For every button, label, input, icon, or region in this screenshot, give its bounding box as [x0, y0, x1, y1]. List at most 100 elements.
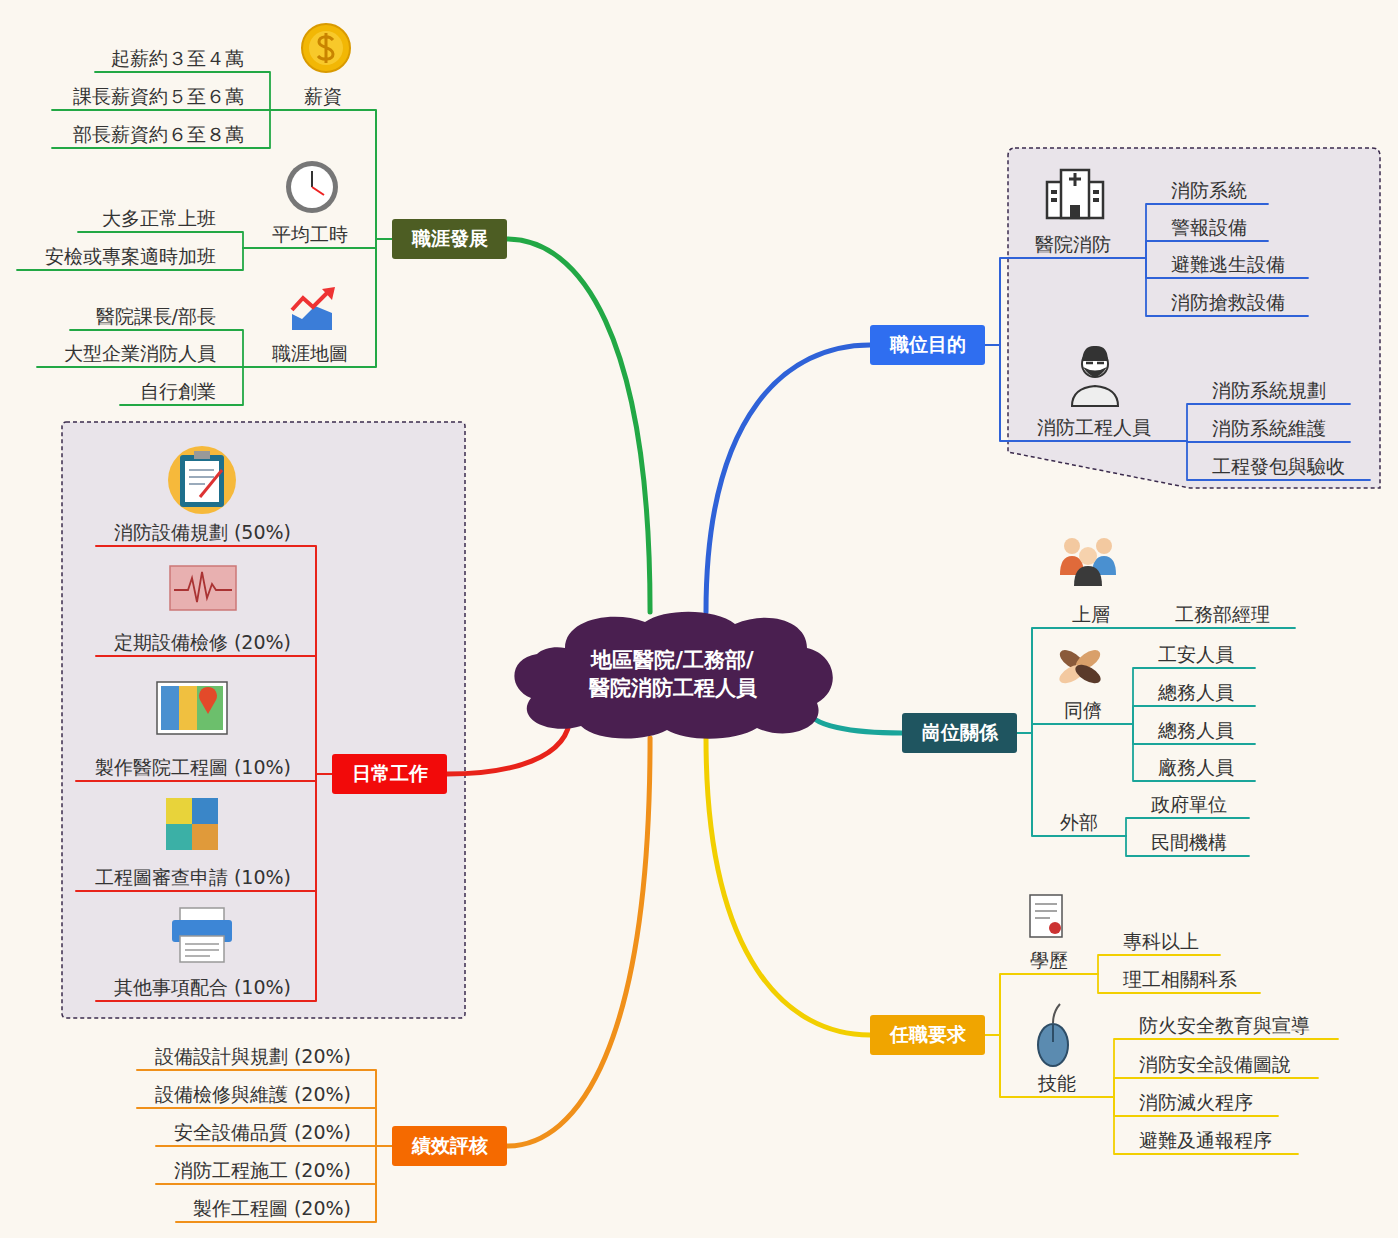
coin-icon [318, 33, 333, 63]
leaf-topic: 工安人員 [1133, 638, 1255, 668]
node-text: 崗位關係 [922, 720, 998, 746]
node-text: 外部 [1060, 811, 1098, 833]
leaf-topic: 消防設備規劃 (50%) [96, 516, 316, 546]
branch-box: 職涯發展 [392, 219, 507, 259]
subtopic: 職涯地圖 [243, 337, 376, 367]
node-text: 職涯地圖 [272, 342, 348, 364]
people-icon [1079, 547, 1097, 565]
leaf-topic: 工程發包與驗收 [1187, 450, 1370, 480]
group-boundary [1008, 148, 1380, 488]
branch-box: 職位目的 [870, 325, 985, 365]
subtopic: 消防工程人員 [1000, 410, 1187, 441]
map-icon [199, 687, 217, 714]
node-text: 醫院消防 [1035, 233, 1111, 255]
person-icon [1072, 386, 1118, 406]
leaf-topic: 警報設備 [1146, 211, 1268, 241]
map-icon [179, 686, 197, 730]
branch-box: 日常工作 [332, 754, 447, 794]
node-text: 薪資 [304, 85, 342, 107]
tree-connector [156, 1145, 392, 1147]
tree-connector [96, 546, 332, 774]
leaf-topic: 大多正常上班 [78, 204, 241, 232]
hospital-icon [1070, 205, 1080, 218]
clipboard-icon [168, 446, 236, 514]
puzzle-icon [192, 798, 218, 824]
monitor-icon [174, 572, 232, 602]
subtopic: 外部 [1032, 806, 1126, 836]
node-text: 工安人員 [1158, 643, 1234, 665]
tree-connector [985, 1035, 1114, 1097]
map-icon [157, 682, 227, 734]
clock-icon [311, 171, 313, 187]
mouse-icon [1038, 1024, 1068, 1066]
tree-connector [1187, 441, 1350, 442]
leaf-topic: 避難及通報程序 [1114, 1124, 1298, 1154]
node-text: 自行創業 [140, 380, 216, 402]
hospital-icon [1069, 173, 1081, 186]
tree-connector [1187, 441, 1370, 480]
node-text: 工務部經理 [1175, 603, 1270, 625]
coin-icon [309, 31, 343, 65]
puzzle-icon [192, 824, 218, 850]
node-text: 績效評核 [412, 1133, 488, 1159]
branch-curve [706, 738, 870, 1035]
leaf-topic: 消防系統 [1146, 174, 1268, 204]
tree-connector [120, 367, 243, 405]
tree-connector [1017, 628, 1150, 733]
node-text: 設備檢修與維護 (20%) [155, 1083, 351, 1105]
branch-curve [808, 708, 902, 733]
leaf-topic: 民間機構 [1126, 826, 1249, 856]
printer-icon [185, 944, 219, 956]
tree-connector [1146, 204, 1268, 258]
node-text: 消防搶救設備 [1171, 291, 1285, 313]
branch-curve [507, 738, 650, 1146]
leaf-topic: 工程圖審查申請 (10%) [76, 861, 316, 891]
tree-connector [137, 1070, 392, 1146]
leaf-topic: 避難逃生設備 [1146, 248, 1308, 278]
node-text: 大多正常上班 [102, 207, 216, 229]
node-text: 課長薪資約５至６萬 [73, 85, 244, 107]
person-icon [1083, 367, 1107, 377]
node-text: 安全設備品質 (20%) [174, 1121, 351, 1143]
tree-connector [1133, 668, 1255, 724]
subtopic: 上層 [1032, 598, 1150, 628]
leaf-topic: 防火安全教育與宣導 [1114, 1009, 1338, 1039]
chart-icon [292, 306, 332, 330]
node-text: 技能 [1038, 1072, 1076, 1094]
node-text: 警報設備 [1171, 216, 1247, 238]
leaf-topic: 其他事項配合 (10%) [96, 971, 316, 1001]
clock-icon [291, 166, 333, 208]
node-text: 避難及通報程序 [1139, 1129, 1272, 1151]
hospital-icon [1051, 192, 1099, 200]
tree-connector [137, 1108, 392, 1146]
people-icon [1074, 566, 1102, 586]
node-text: 民間機構 [1151, 831, 1227, 853]
subtopic: 同儕 [1032, 694, 1133, 724]
node-text: 日常工作 [352, 761, 428, 787]
leaf-topic: 消防搶救設備 [1146, 286, 1308, 316]
puzzle-icon [166, 798, 192, 824]
tree-connector [176, 1146, 392, 1222]
node-text: 製作工程圖 (20%) [193, 1197, 351, 1219]
group-boundary [62, 422, 465, 1018]
subtopic: 薪資 [270, 80, 376, 110]
printer-icon [180, 936, 224, 962]
map-icon [161, 686, 179, 730]
person-icon [1082, 346, 1108, 361]
hands-icon [1072, 661, 1103, 687]
node-text: 消防滅火程序 [1139, 1091, 1253, 1113]
leaf-topic: 消防系統規劃 [1187, 374, 1350, 404]
node-text: 工程圖審查申請 (10%) [95, 866, 291, 888]
map-icon [197, 686, 223, 730]
node-text: 理工相關科系 [1123, 968, 1237, 990]
node-text: 起薪約３至４萬 [111, 47, 244, 69]
cloud-shape [514, 612, 832, 739]
node-text: 地區醫院/工務部/ 醫院消防工程人員 [573, 646, 773, 702]
node-text: 職位目的 [890, 332, 966, 358]
leaf-topic: 大型企業消防人員 [37, 339, 241, 367]
clipboard-icon [194, 451, 210, 459]
branch-curve [706, 345, 870, 612]
subtopic: 技能 [1000, 1067, 1114, 1097]
node-text: 安檢或專案適時加班 [45, 245, 216, 267]
leaf-topic: 消防滅火程序 [1114, 1086, 1278, 1116]
